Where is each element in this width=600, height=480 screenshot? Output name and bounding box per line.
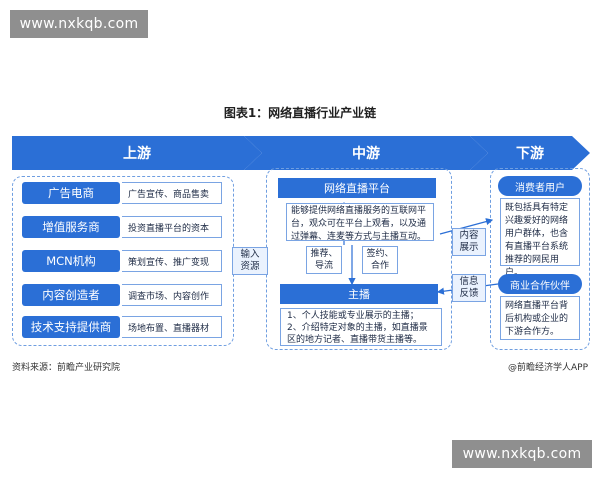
upstream-item-label: 技术支持提供商 — [30, 320, 112, 334]
host-title-bar: 主播 — [280, 284, 438, 304]
upstream-item-desc: 投资直播平台的资本 — [122, 216, 222, 238]
upstream-item-creator: 内容创造者 — [22, 284, 120, 306]
business-partner-title: 商业合作伙伴 — [498, 274, 582, 294]
upstream-item-mcn: MCN机构 — [22, 250, 120, 272]
chevron-upstream-label: 上游 — [123, 146, 151, 162]
upstream-item-tech-support: 技术支持提供商 — [22, 316, 120, 338]
upstream-item-value-added: 增值服务商 — [22, 216, 120, 238]
upstream-item-label: 广告电商 — [48, 186, 94, 200]
downstream-section — [490, 168, 590, 350]
link-info-feedback: 信息 反馈 — [452, 274, 486, 302]
chevron-midstream-label: 中游 — [352, 146, 380, 162]
host-description: 1、个人技能或专业展示的主播； 2、介绍特定对象的主播，如直播景区的地方记者、直… — [280, 308, 442, 346]
sign-cooperate-box: 签约、 合作 — [362, 246, 398, 274]
chevron-midstream: 中游 — [244, 136, 488, 170]
consumer-users-desc: 既包括具有特定兴趣爱好的网络用户群体，也含有直播平台系统推荐的网民用户。 — [500, 198, 580, 278]
consumer-users-title: 消费者用户 — [498, 176, 582, 196]
chevron-downstream-label: 下游 — [516, 146, 544, 162]
upstream-item-label: 内容创造者 — [42, 288, 100, 302]
upstream-item-label: 增值服务商 — [42, 220, 100, 234]
source-note: 资料来源：前瞻产业研究院 — [12, 363, 121, 373]
upstream-item-label: MCN机构 — [46, 254, 96, 268]
upstream-item-desc: 调查市场、内容创作 — [122, 284, 222, 306]
link-input-resources: 输入 资源 — [232, 247, 268, 275]
upstream-item-desc: 策划宣传、推广变现 — [122, 250, 222, 272]
recommend-traffic-box: 推荐、 导流 — [306, 246, 342, 274]
watermark-bottom: www.nxkqb.com — [452, 440, 592, 468]
business-partner-desc: 网络直播平台背后机构或企业的下游合作方。 — [500, 296, 580, 340]
diagram-title: 图表1：网络直播行业产业链 — [223, 106, 377, 120]
upstream-item-desc: 场地布置、直播器材 — [122, 316, 222, 338]
upstream-item-ad-ecommerce: 广告电商 — [22, 182, 120, 204]
watermark-top: www.nxkqb.com — [10, 10, 148, 38]
app-credit: @前瞻经济学人APP — [507, 363, 588, 373]
platform-title-bar: 网络直播平台 — [278, 178, 436, 198]
link-content-display: 内容 展示 — [452, 228, 486, 256]
platform-description: 能够提供网络直播服务的互联网平台，观众可在平台上观看，以及通过弹幕、连麦等方式与… — [286, 203, 434, 242]
chevron-downstream: 下游 — [470, 136, 590, 170]
upstream-item-desc: 广告宣传、商品售卖 — [122, 182, 222, 204]
chevron-upstream: 上游 — [12, 136, 262, 170]
